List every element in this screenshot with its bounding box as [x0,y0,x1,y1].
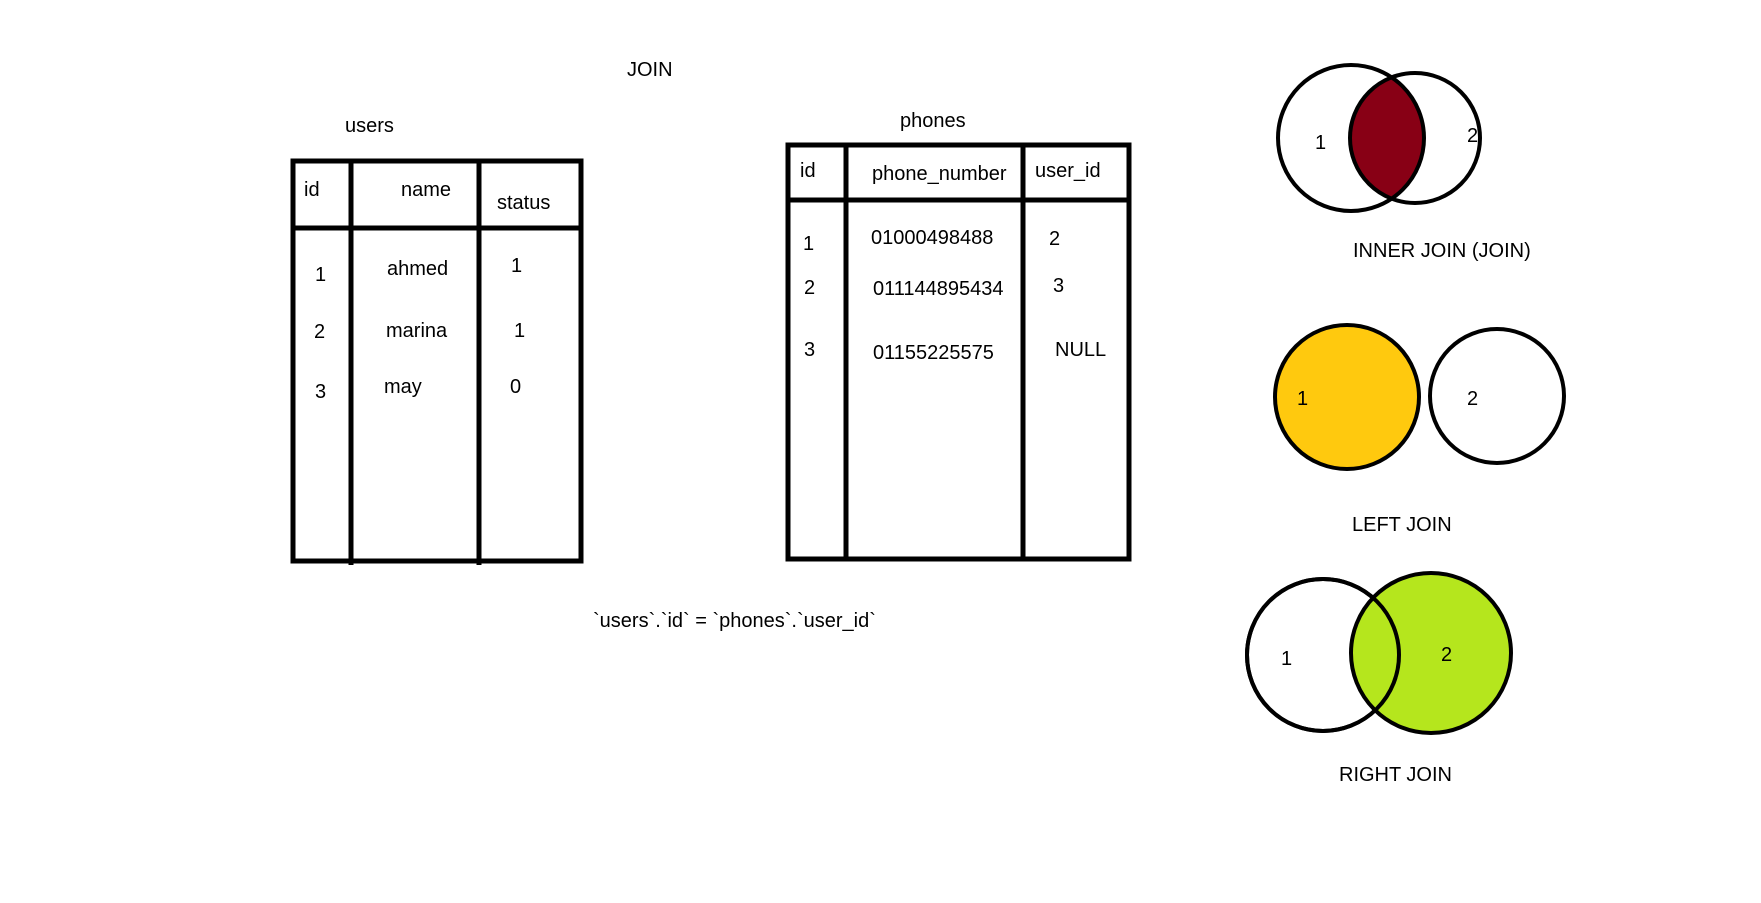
inner-join-caption: INNER JOIN (JOIN) [1353,240,1531,262]
phones-cell-id: 1 [803,233,815,255]
users-cell-status: 1 [514,320,526,342]
right-join-circle-1-overlay [1245,577,1401,733]
left-join-right-label: 2 [1467,388,1479,410]
page-title: JOIN [627,59,673,81]
phones-table-grid [785,142,1132,562]
inner-join-fill [1350,73,1424,203]
left-join-venn [1273,323,1566,471]
users-cell-name: ahmed [387,258,449,280]
users-cell-name: may [384,376,422,398]
right-join-venn [1245,571,1513,735]
users-header-status: status [497,192,551,214]
right-join-caption: RIGHT JOIN [1339,764,1452,786]
users-table-border [290,158,584,564]
left-join-circle-1 [1273,323,1421,471]
inner-join-left-label: 1 [1315,132,1327,154]
phones-cell-phone-number: 01155225575 [873,342,994,364]
join-condition: `users`.`id` = `phones`.`user_id` [593,610,876,632]
phones-header-user-id: user_id [1035,160,1101,182]
users-cell-id: 3 [315,381,327,403]
left-join-circle-2 [1428,327,1566,465]
users-cell-id: 2 [314,321,326,343]
phones-cell-id: 3 [804,339,816,361]
users-header-id: id [304,179,320,201]
inner-join-circle-1 [1276,63,1426,213]
right-join-right-label: 2 [1441,644,1453,666]
left-join-caption: LEFT JOIN [1352,514,1452,536]
phones-header-id: id [800,160,816,182]
inner-join-circle-2 [1348,71,1482,205]
users-cell-status: 0 [510,376,522,398]
phones-cell-id: 2 [804,277,816,299]
users-cell-status: 1 [511,255,523,277]
phones-header-phone-number: phone_number [872,163,1007,185]
phones-cell-user-id: 3 [1053,275,1065,297]
users-cell-name: marina [386,320,448,342]
phones-cell-user-id: 2 [1049,228,1061,250]
inner-join-right-label: 2 [1467,125,1479,147]
phones-cell-user-id: NULL [1055,339,1107,361]
users-table-grid [290,158,584,565]
right-join-left-label: 1 [1281,648,1293,670]
users-table-name: users [345,115,394,137]
phones-cell-phone-number: 011144895434 [873,278,1004,300]
users-header-name: name [401,179,452,201]
users-cell-id: 1 [315,264,327,286]
phones-cell-phone-number: 01000498488 [871,227,994,249]
phones-table-name: phones [900,110,966,132]
left-join-left-label: 1 [1297,388,1309,410]
phones-table-border [785,142,1132,562]
inner-join-venn [1276,63,1482,213]
